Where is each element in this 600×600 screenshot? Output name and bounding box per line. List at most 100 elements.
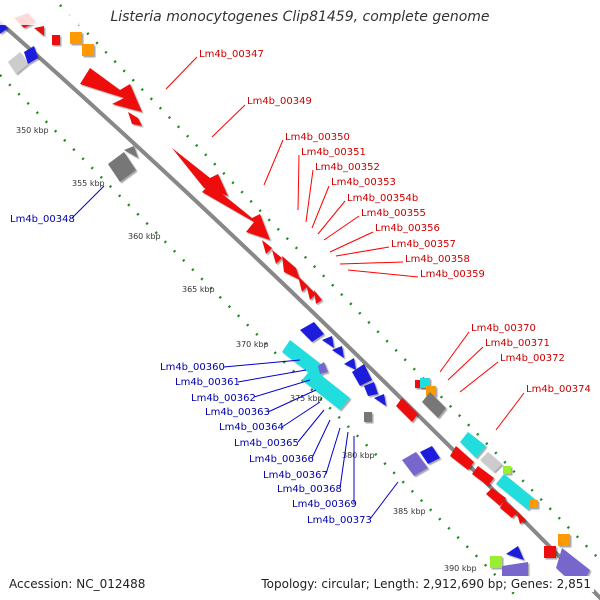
gene-feature[interactable]: [460, 432, 486, 458]
leader-line: [317, 200, 346, 235]
leader-line: [369, 481, 399, 520]
gene-label[interactable]: Lm4b_00351: [301, 147, 366, 158]
leader-line: [237, 369, 307, 383]
gene-feature[interactable]: [422, 392, 446, 418]
gene-feature[interactable]: [52, 35, 60, 45]
plus-strand-features: [14, 13, 556, 558]
gene-feature[interactable]: [402, 452, 428, 476]
gene-label[interactable]: Lm4b_00372: [500, 353, 565, 364]
gene-label[interactable]: Lm4b_00355: [361, 208, 426, 219]
gene-feature[interactable]: [500, 500, 518, 518]
leader-line: [311, 185, 330, 229]
gene-feature[interactable]: [496, 474, 536, 510]
gene-label[interactable]: Lm4b_00366: [249, 454, 314, 465]
gene-feature[interactable]: [364, 382, 378, 396]
tick-label: 375 kbp: [290, 394, 323, 403]
gene-label[interactable]: Lm4b_00365: [234, 438, 299, 449]
gene-label[interactable]: Lm4b_00361: [175, 377, 240, 388]
gene-label[interactable]: Lm4b_00360: [160, 362, 225, 373]
gene-label[interactable]: Lm4b_00367: [263, 470, 328, 481]
gene-feature[interactable]: [0, 22, 8, 34]
gene-label[interactable]: Lm4b_00347: [199, 49, 264, 60]
gene-feature[interactable]: [322, 336, 334, 348]
gene-feature[interactable]: [558, 534, 570, 546]
gene-feature[interactable]: [306, 284, 316, 300]
leader-line: [297, 154, 300, 211]
gene-label[interactable]: Lm4b_00363: [205, 407, 270, 418]
gene-label[interactable]: Lm4b_00358: [405, 254, 470, 265]
gene-feature[interactable]: [34, 26, 44, 36]
gene-label[interactable]: Lm4b_00354b: [347, 193, 418, 204]
gene-feature[interactable]: [70, 32, 82, 44]
genome-title: Listeria monocytogenes Clip81459, comple…: [0, 9, 600, 25]
gene-feature[interactable]: [426, 386, 436, 396]
gene-label[interactable]: Lm4b_00369: [292, 499, 357, 510]
gene-label[interactable]: Lm4b_00371: [485, 338, 550, 349]
gene-feature[interactable]: [374, 394, 386, 406]
gene-feature[interactable]: [82, 44, 94, 56]
gene-feature[interactable]: [344, 358, 356, 370]
gene-feature[interactable]: [352, 364, 372, 386]
gene-label[interactable]: Lm4b_00348: [10, 214, 75, 225]
gene-label[interactable]: Lm4b_00349: [247, 96, 312, 107]
minus-gene-labels: Lm4b_00348 Lm4b_00360 Lm4b_00361 Lm4b_00…: [10, 214, 372, 526]
leader-line: [311, 419, 331, 459]
gene-label[interactable]: Lm4b_00362: [191, 393, 256, 404]
gene-label[interactable]: Lm4b_00364: [219, 422, 284, 433]
gene-feature[interactable]: [502, 562, 528, 580]
gene-feature[interactable]: [420, 446, 440, 464]
gene-feature[interactable]: [108, 152, 136, 182]
gene-label[interactable]: Lm4b_00368: [277, 484, 342, 495]
plus-label-leaders: [165, 56, 525, 431]
gene-feature[interactable]: [503, 466, 511, 474]
gene-feature[interactable]: [450, 446, 474, 470]
gene-feature[interactable]: [396, 398, 418, 422]
leader-line: [211, 104, 246, 138]
tick-label: 370 kbp: [236, 340, 269, 349]
gene-label[interactable]: Lm4b_00356: [375, 223, 440, 234]
gene-feature[interactable]: [364, 412, 372, 422]
gene-feature[interactable]: [8, 52, 28, 74]
gene-feature[interactable]: [516, 510, 526, 524]
tick-label: 390 kbp: [444, 564, 477, 573]
gene-feature[interactable]: [472, 466, 494, 486]
gene-feature[interactable]: [318, 362, 328, 374]
gene-feature[interactable]: [272, 250, 282, 264]
gene-label[interactable]: Lm4b_00359: [420, 269, 485, 280]
leader-line: [165, 56, 198, 90]
gene-feature[interactable]: [262, 240, 272, 254]
gene-feature[interactable]: [202, 184, 270, 240]
leader-line: [323, 215, 360, 241]
gene-feature[interactable]: [486, 488, 506, 506]
gene-label[interactable]: Lm4b_00370: [471, 323, 536, 334]
gene-feature[interactable]: [490, 556, 502, 568]
gene-feature[interactable]: [124, 146, 138, 158]
gene-feature[interactable]: [530, 500, 538, 508]
gene-feature[interactable]: [282, 340, 326, 380]
gene-label[interactable]: Lm4b_00357: [391, 239, 456, 250]
gene-feature[interactable]: [282, 256, 300, 280]
gene-feature[interactable]: [300, 322, 324, 342]
gene-feature[interactable]: [314, 290, 322, 304]
gene-label[interactable]: Lm4b_00374: [526, 384, 591, 395]
gene-feature[interactable]: [544, 546, 556, 558]
gene-label[interactable]: Lm4b_00352: [315, 162, 380, 173]
gene-feature[interactable]: [128, 112, 142, 126]
gene-feature[interactable]: [480, 452, 502, 472]
gene-label[interactable]: Lm4b_00373: [307, 515, 372, 526]
gene-feature[interactable]: [24, 46, 38, 64]
leader-line: [335, 246, 390, 257]
gene-feature[interactable]: [172, 148, 228, 196]
gene-feature[interactable]: [302, 368, 350, 410]
leader-line: [267, 389, 317, 413]
gene-label[interactable]: Lm4b_00350: [285, 132, 350, 143]
gene-feature[interactable]: [80, 68, 142, 112]
gene-label[interactable]: Lm4b_00353: [331, 177, 396, 188]
leader-line: [263, 139, 284, 186]
gene-feature[interactable]: [332, 346, 344, 358]
gene-feature[interactable]: [420, 378, 430, 388]
gene-feature[interactable]: [298, 276, 308, 292]
gene-feature[interactable]: [506, 546, 524, 560]
